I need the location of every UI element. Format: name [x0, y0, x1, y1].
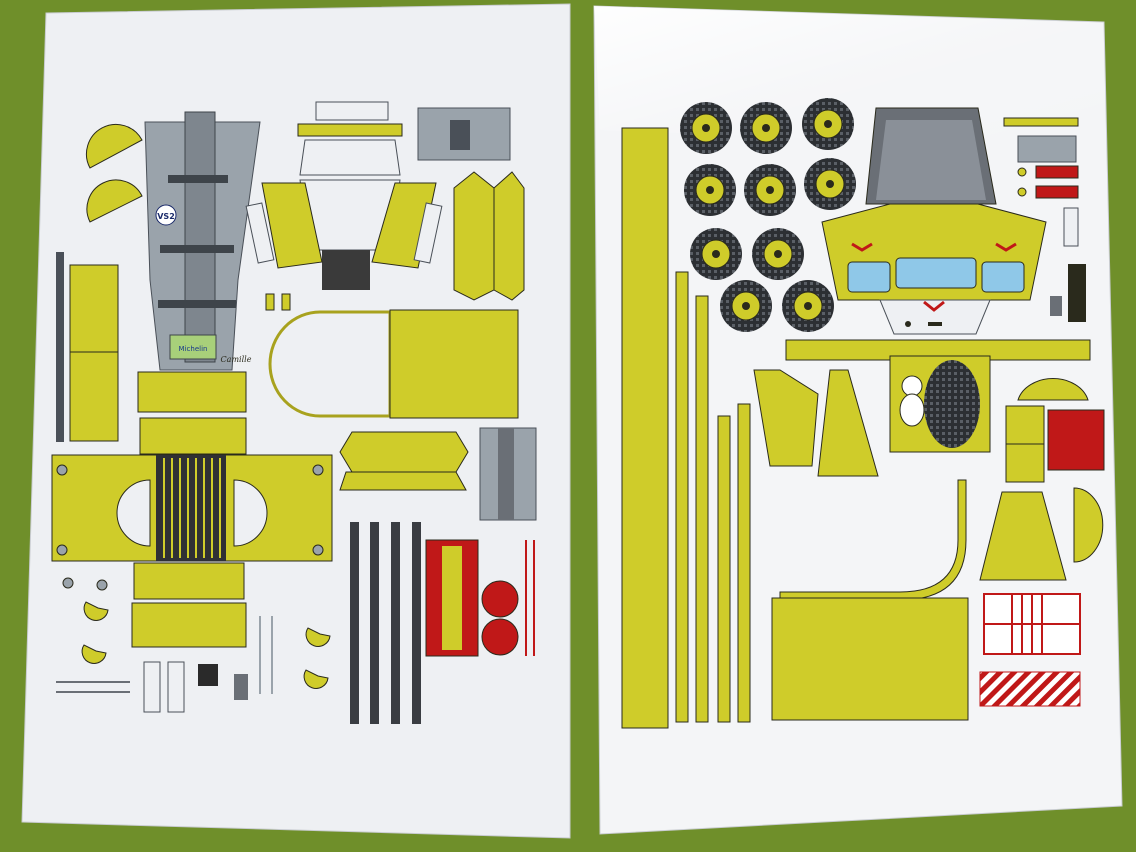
wheel [752, 228, 804, 280]
folded-box-bottom [339, 471, 467, 491]
floor-panel [389, 309, 519, 419]
dark-strip-3 [391, 522, 400, 724]
wheel [680, 102, 732, 154]
long-strip-wide [621, 127, 669, 729]
small-bracket-b [167, 661, 185, 713]
fender-right [817, 369, 879, 477]
left-tall-panel [69, 264, 119, 442]
cab-bumper [879, 299, 991, 335]
red-disc-bottom [481, 618, 519, 656]
wheel [684, 164, 736, 216]
window-left [847, 261, 891, 293]
left-fan-top [86, 123, 143, 169]
wheel [744, 164, 796, 216]
wheel [740, 102, 792, 154]
hazard-strip [979, 671, 1081, 707]
mudguard-side [1073, 487, 1104, 563]
plate-label: Michelin [179, 345, 208, 353]
lower-panel-b [131, 602, 247, 648]
chassis-plate [169, 334, 217, 360]
lower-panel-a [133, 562, 245, 600]
wheel [782, 280, 834, 332]
dark-strip-4 [412, 522, 421, 724]
folded-box-top [339, 431, 469, 473]
camille-label: Camille [221, 355, 252, 364]
long-strip-1 [675, 271, 689, 723]
cab-door-left [261, 182, 323, 269]
wing-arch-left [116, 479, 151, 547]
cab-upper [299, 139, 401, 176]
hopper [979, 491, 1067, 581]
red-box [1047, 409, 1105, 471]
bellows-left [453, 171, 495, 301]
red-disc-top [481, 580, 519, 618]
small-black-tag [198, 664, 218, 686]
bed-panel [771, 597, 969, 721]
cab-roof-strip [315, 101, 389, 121]
mudguard-top [1017, 378, 1089, 401]
long-strip-3 [717, 415, 731, 723]
wheel [804, 158, 856, 210]
cab-top-bar [297, 123, 403, 137]
right-card [593, 5, 1123, 835]
dark-tag [1068, 264, 1086, 322]
hook-piece-3 [305, 627, 331, 647]
chassis-front-block [137, 371, 247, 413]
wheels-group [680, 98, 856, 332]
cab-grille [322, 250, 370, 290]
small-grey-block [234, 674, 248, 700]
small-bracket-a [143, 661, 161, 713]
windshield [895, 257, 977, 289]
grille-piece [1017, 135, 1077, 163]
left-card: Michelin VS2 Camille [21, 3, 571, 839]
spare-tyre [924, 360, 980, 448]
wheel [802, 98, 854, 150]
bellows-right [493, 171, 525, 301]
window-right [981, 261, 1025, 293]
wing-arch-right [233, 479, 268, 547]
dark-strip-2 [370, 522, 379, 724]
vs2-badge [155, 204, 177, 226]
hook-piece-4 [303, 669, 329, 689]
hook-piece-2 [81, 644, 107, 664]
left-thin-strip [56, 252, 64, 442]
hook-piece-1 [83, 601, 109, 621]
wheel [690, 228, 742, 280]
floor-curve [268, 310, 392, 418]
wheel [720, 280, 772, 332]
mascot-head [901, 375, 923, 397]
chassis-rail [184, 111, 216, 363]
long-strip-2 [695, 295, 709, 723]
mascot-body [899, 393, 925, 427]
long-strip-4 [737, 403, 751, 723]
vs2-label: VS2 [157, 212, 175, 221]
fender-left [753, 369, 819, 467]
dark-strip-1 [350, 522, 359, 724]
wing-grille [156, 455, 226, 561]
chassis-mid-block [139, 417, 247, 455]
left-fan-bottom [86, 179, 143, 223]
